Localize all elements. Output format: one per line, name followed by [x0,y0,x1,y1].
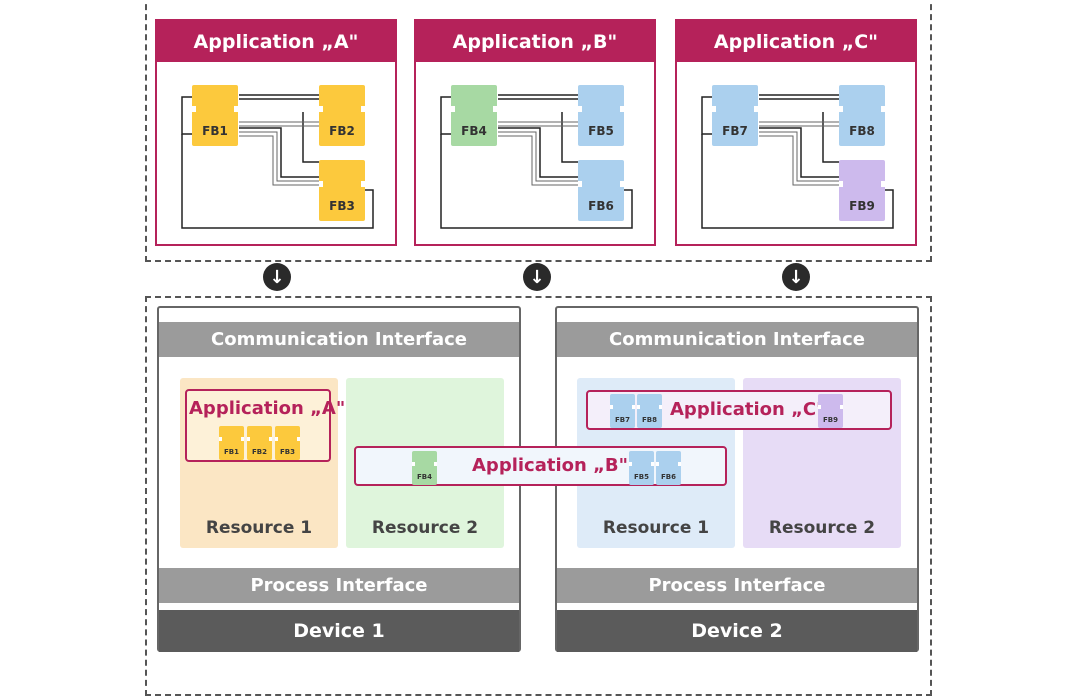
arrow-down-icon: ↓ [263,263,291,291]
arrow-down-icon: ↓ [782,263,810,291]
mapped-application-c: FB7 FB8 Application „C" FB9 [586,390,892,430]
fb5-block: FB5 [578,85,624,146]
fb2-block: FB2 [319,85,365,146]
application-b-box: Application „B" FB4 FB5 FB6 [414,19,656,246]
fb2-label: FB2 [252,448,267,456]
application-c-box: Application „C" FB7 FB8 FB9 [675,19,917,246]
fb3-label: FB3 [280,448,295,456]
fb2-block: FB2 [247,426,272,460]
communication-interface: Communication Interface [557,322,917,357]
fb3-block: FB3 [319,160,365,221]
fb8-label: FB8 [849,124,875,138]
fb6-block: FB6 [578,160,624,221]
fb6-label: FB6 [661,473,676,481]
fb6-label: FB6 [588,199,614,213]
fb4-block: FB4 [412,451,437,485]
communication-interface: Communication Interface [159,322,519,357]
fb9-label: FB9 [823,416,838,424]
application-b-title: Application „B" [416,21,654,62]
fb1-block: FB1 [219,426,244,460]
resource-label: Resource 2 [371,518,479,538]
fb3-block: FB3 [275,426,300,460]
fb5-label: FB5 [634,473,649,481]
mapped-application-b: FB4 Application „B" FB5 FB6 [354,446,727,486]
fb5-label: FB5 [588,124,614,138]
fb7-block: FB7 [712,85,758,146]
resource-label: Resource 1 [602,518,710,538]
fb6-block: FB6 [656,451,681,485]
mapped-application-b-title: Application „B" [472,455,629,476]
fb8-label: FB8 [642,416,657,424]
mapped-application-a: Application „A" FB1 FB2 FB3 [185,389,345,462]
fb1-label: FB1 [202,124,228,138]
fb7-label: FB7 [722,124,748,138]
fb7-label: FB7 [615,416,630,424]
fb4-label: FB4 [417,473,432,481]
fb9-label: FB9 [849,199,875,213]
device-label: Device 1 [159,610,519,652]
fb9-block: FB9 [839,160,885,221]
fb1-label: FB1 [224,448,239,456]
process-interface: Process Interface [557,568,917,603]
fb2-label: FB2 [329,124,355,138]
application-model-frame [145,0,932,262]
fb5-block: FB5 [629,451,654,485]
resource-label: Resource 2 [768,518,876,538]
application-b-connections [440,94,633,229]
resource-label: Resource 1 [205,518,313,538]
fb1-block: FB1 [192,85,238,146]
application-a-title: Application „A" [157,21,395,62]
arrow-down-icon: ↓ [523,263,551,291]
fb7-block: FB7 [610,394,635,428]
application-c-title: Application „C" [677,21,915,62]
fb3-label: FB3 [329,199,355,213]
mapped-application-a-title: Application „A" [189,398,346,419]
fb4-block: FB4 [451,85,497,146]
mapped-application-c-title: Application „C" [670,399,826,420]
fb9-block: FB9 [818,394,843,428]
fb8-block: FB8 [637,394,662,428]
device-label: Device 2 [557,610,917,652]
fb8-block: FB8 [839,85,885,146]
application-a-box: Application „A" FB1 FB2 FB3 [155,19,397,246]
fb4-label: FB4 [461,124,487,138]
process-interface: Process Interface [159,568,519,603]
application-a-connections [181,94,374,229]
